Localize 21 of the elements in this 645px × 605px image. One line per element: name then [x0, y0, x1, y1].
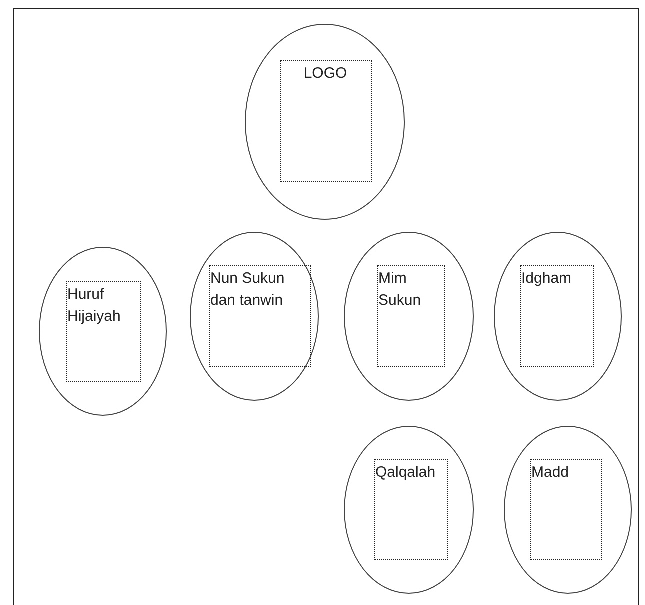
menu-label: LOGO: [302, 64, 348, 84]
placeholder-box: [280, 60, 372, 182]
menu-label: Qalqalah: [376, 462, 437, 482]
placeholder-box: [520, 264, 594, 366]
placeholder-box: [376, 264, 444, 366]
oval-frame: [190, 232, 319, 401]
oval-frame: [494, 232, 622, 401]
placeholder-box: [208, 264, 310, 366]
oval-frame: [344, 232, 474, 401]
menu-label: Idgham: [522, 268, 573, 288]
oval-frame: [344, 426, 474, 594]
oval-frame: [39, 247, 167, 416]
oval-frame: [245, 24, 405, 220]
oval-frame: [504, 426, 632, 594]
menu-label: Nun Sukun dan tanwin: [210, 268, 286, 310]
menu-label: Mim Sukun: [378, 268, 422, 310]
placeholder-box: [66, 280, 140, 382]
menu-label: Huruf Hijaiyah: [68, 284, 122, 326]
placeholder-box: [530, 458, 602, 560]
placeholder-box: [374, 458, 448, 560]
menu-label: Madd: [532, 462, 570, 482]
